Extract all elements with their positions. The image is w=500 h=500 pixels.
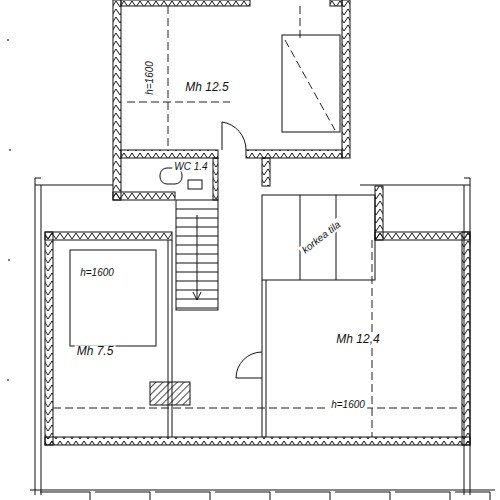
plan-line [176,200,218,310]
room-area: WC 1.4 [121,158,213,192]
plan-line [30,178,495,500]
insulated-wall [262,158,270,186]
plan-line [8,259,10,261]
insulated-wall [462,232,470,445]
insulated-wall [330,0,342,6]
room-label: Mh 12,4 [334,333,381,346]
plan-line [70,250,156,346]
plan-line [7,379,9,381]
plan-line [127,102,230,103]
height-note: h=1600 [144,59,155,97]
insulated-wall [45,232,172,240]
plan-line [168,6,169,150]
plan-line [150,382,190,405]
insulated-wall [342,0,350,158]
plan-line [236,352,262,378]
plan-line [285,40,335,130]
plan-line [40,492,490,500]
height-note: h=1600 [78,267,116,278]
room-label: korkea tila [298,217,344,256]
plan-line [193,215,201,300]
plan-line [188,180,202,189]
insulated-wall [375,186,383,240]
insulated-wall [375,232,470,240]
room-area: Mh 12,4 h=1600 [266,240,462,437]
insulated-wall [113,192,175,200]
height-note: h=1600 [329,399,367,410]
insulated-wall [121,0,250,6]
room-label: Mh 7.5 [75,345,116,358]
plan-line [70,35,375,405]
room-label: WC 1.4 [172,161,209,172]
plan-line [35,178,470,495]
plan-line [9,149,11,151]
plan-line [35,178,470,179]
room-area: Mh 7.5 h=1600 [53,240,168,437]
insulated-wall [45,232,53,445]
plan-line [53,408,462,409]
plan-line [262,195,375,280]
room-area: Mh 12.5 h=1600 [123,6,342,150]
partition-wall [168,240,266,437]
plan-line [282,35,340,132]
plan-line [7,39,9,41]
room-label: Mh 12.5 [183,81,230,94]
insulated-wall [113,0,121,200]
insulated-wall [246,150,342,158]
plan-line [7,39,11,381]
plan-line [30,490,495,491]
stair-steps [176,209,218,308]
plan-line [45,0,470,445]
insulated-wall [45,437,470,445]
insulated-wall [121,150,218,158]
insulated-wall [213,158,218,200]
plan-line [222,122,246,150]
room-area: korkea tila [266,195,375,280]
